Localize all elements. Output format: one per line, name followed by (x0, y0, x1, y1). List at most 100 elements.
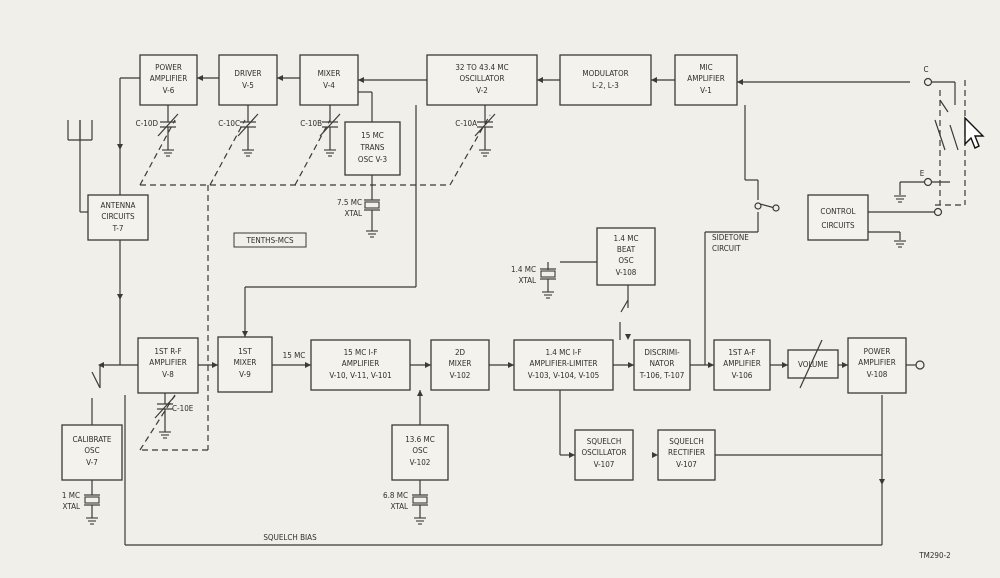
block-driver-v5: DRIVER V-5 (218, 54, 278, 106)
svg-text:TRANS: TRANS (360, 143, 385, 152)
svg-text:1.4 MC: 1.4 MC (614, 234, 639, 243)
block-squelch-oscillator: SQUELCH OSCILLATOR V-107 (574, 429, 634, 481)
svg-text:POWER: POWER (864, 347, 891, 356)
label-sidetone-circuit: CIRCUIT (712, 244, 741, 253)
ganged-tuning-linkage (139, 80, 966, 451)
label-c10c: C-10C (218, 119, 240, 128)
svg-text:V-4: V-4 (323, 81, 335, 90)
crystals (84, 199, 556, 525)
svg-text:13.6 MC: 13.6 MC (405, 435, 435, 444)
terminals (754, 77, 959, 370)
block-2d-mixer-v102: 2D MIXER V-102 (430, 339, 490, 391)
ground-symbol (893, 195, 907, 203)
svg-text:V-106: V-106 (732, 371, 753, 380)
svg-text:V-8: V-8 (162, 370, 174, 379)
svg-text:AMPLIFIER: AMPLIFIER (858, 358, 895, 367)
svg-text:T-7: T-7 (112, 224, 124, 233)
svg-text:V-108: V-108 (867, 370, 888, 379)
svg-text:V-10, V-11, V-101: V-10, V-11, V-101 (329, 371, 391, 380)
svg-text:CIRCUITS: CIRCUITS (101, 212, 135, 221)
svg-text:OSC V-3: OSC V-3 (358, 155, 387, 164)
label-c10d: C-10D (136, 119, 159, 128)
label-c10a: C-10A (455, 119, 477, 128)
svg-text:SQUELCH: SQUELCH (669, 437, 704, 446)
svg-text:V-6: V-6 (163, 86, 175, 95)
svg-text:NATOR: NATOR (650, 359, 675, 368)
svg-text:DRIVER: DRIVER (234, 69, 261, 78)
svg-text:V-107: V-107 (676, 460, 697, 469)
svg-text:1ST R-F: 1ST R-F (154, 347, 181, 356)
block-antenna-circuits: ANTENNA CIRCUITS T-7 (87, 194, 149, 241)
svg-text:V-102: V-102 (410, 458, 431, 467)
svg-text:OSC: OSC (84, 446, 99, 455)
block-volume: VOLUME (787, 349, 839, 379)
label-xtal-1mc: 1 MC (62, 491, 80, 500)
block-modulator: MODULATOR L-2, L-3 (559, 54, 652, 106)
svg-text:VOLUME: VOLUME (798, 360, 829, 369)
svg-text:V-7: V-7 (86, 458, 98, 467)
label-squelch-bias: SQUELCH BIAS (263, 533, 317, 542)
block-15mc-if-amplifier: 15 MC I-F AMPLIFIER V-10, V-11, V-101 (310, 339, 411, 391)
svg-text:V-103, V-104, V-105: V-103, V-104, V-105 (528, 371, 600, 380)
block-control-circuits: CONTROL CIRCUITS (807, 194, 869, 241)
svg-text:MIXER: MIXER (449, 359, 472, 368)
label-15mc: 15 MC (283, 351, 306, 360)
block-power-amplifier-v108: POWER AMPLIFIER V-108 (847, 337, 907, 394)
ground-symbol (893, 240, 907, 248)
svg-text:V-2: V-2 (476, 86, 488, 95)
volume-adjust-arrow (799, 339, 823, 389)
svg-text:ANTENNA: ANTENNA (101, 201, 136, 210)
block-power-amplifier-v6: POWER AMPLIFIER V-6 (139, 54, 198, 106)
svg-text:V-5: V-5 (242, 81, 254, 90)
svg-text:MIC: MIC (699, 63, 712, 72)
block-oscillator-v2: 32 TO 43.4 MC OSCILLATOR V-2 (426, 54, 538, 106)
block-beat-osc-v108: 1.4 MC BEAT OSC V-108 (596, 227, 656, 286)
label-c10e: C-10E (172, 404, 194, 413)
svg-text:MODULATOR: MODULATOR (582, 69, 628, 78)
svg-text:MIXER: MIXER (234, 358, 257, 367)
label-xtal-7-5-xtal: XTAL (345, 209, 363, 218)
svg-text:POWER: POWER (155, 63, 182, 72)
svg-text:OSCILLATOR: OSCILLATOR (460, 74, 505, 83)
svg-text:SQUELCH: SQUELCH (587, 437, 622, 446)
svg-text:CALIBRATE: CALIBRATE (73, 435, 112, 444)
svg-text:32 TO 43.4 MC: 32 TO 43.4 MC (455, 63, 508, 72)
block-rf-amplifier-v8: 1ST R-F AMPLIFIER V-8 (137, 337, 199, 394)
mouse-cursor-icon (964, 116, 985, 149)
block-1st-mixer-v9: 1ST MIXER V-9 (217, 336, 273, 393)
block-1-4mc-if-amplifier-limiter: 1.4 MC I-F AMPLIFIER-LIMITER V-103, V-10… (513, 339, 614, 391)
antenna-symbol (67, 120, 93, 141)
svg-text:AMPLIFIER: AMPLIFIER (342, 359, 379, 368)
svg-text:V-1: V-1 (700, 86, 712, 95)
svg-text:MIXER: MIXER (318, 69, 341, 78)
label-terminal-c: C (923, 65, 928, 74)
svg-text:AMPLIFIER: AMPLIFIER (687, 74, 724, 83)
label-xtal-1-4-xtal: XTAL (519, 276, 537, 285)
svg-text:AMPLIFIER: AMPLIFIER (149, 358, 186, 367)
svg-text:1ST: 1ST (238, 347, 252, 356)
svg-text:CIRCUITS: CIRCUITS (821, 221, 855, 230)
svg-text:T-106, T-107: T-106, T-107 (639, 371, 685, 380)
svg-text:2D: 2D (455, 348, 466, 357)
block-mic-amplifier-v1: MIC AMPLIFIER V-1 (674, 54, 738, 106)
svg-text:BEAT: BEAT (617, 245, 636, 254)
svg-text:15 MC: 15 MC (361, 131, 384, 140)
svg-text:OSC: OSC (412, 446, 427, 455)
svg-text:OSCILLATOR: OSCILLATOR (582, 448, 627, 457)
svg-text:AMPLIFIER: AMPLIFIER (150, 74, 187, 83)
svg-text:CONTROL: CONTROL (820, 207, 855, 216)
svg-text:1ST A-F: 1ST A-F (728, 348, 755, 357)
label-xtal-7-5: 7.5 MC (337, 198, 362, 207)
label-terminal-e: E (920, 169, 925, 178)
block-calibrate-osc-v7: CALIBRATE OSC V-7 (61, 424, 123, 481)
block-discriminator: DISCRIMI- NATOR T-106, T-107 (633, 339, 691, 391)
svg-text:V-102: V-102 (450, 371, 471, 380)
tuning-capacitors (154, 104, 496, 439)
svg-text:L-2, L-3: L-2, L-3 (592, 81, 619, 90)
label-xtal-6-8-xtal: XTAL (391, 502, 409, 511)
block-13-6mc-osc: 13.6 MC OSC V-102 (391, 424, 449, 481)
signal-arrows (98, 75, 885, 485)
block-squelch-rectifier: SQUELCH RECTIFIER V-107 (657, 429, 716, 481)
label-c10b: C-10B (300, 119, 322, 128)
